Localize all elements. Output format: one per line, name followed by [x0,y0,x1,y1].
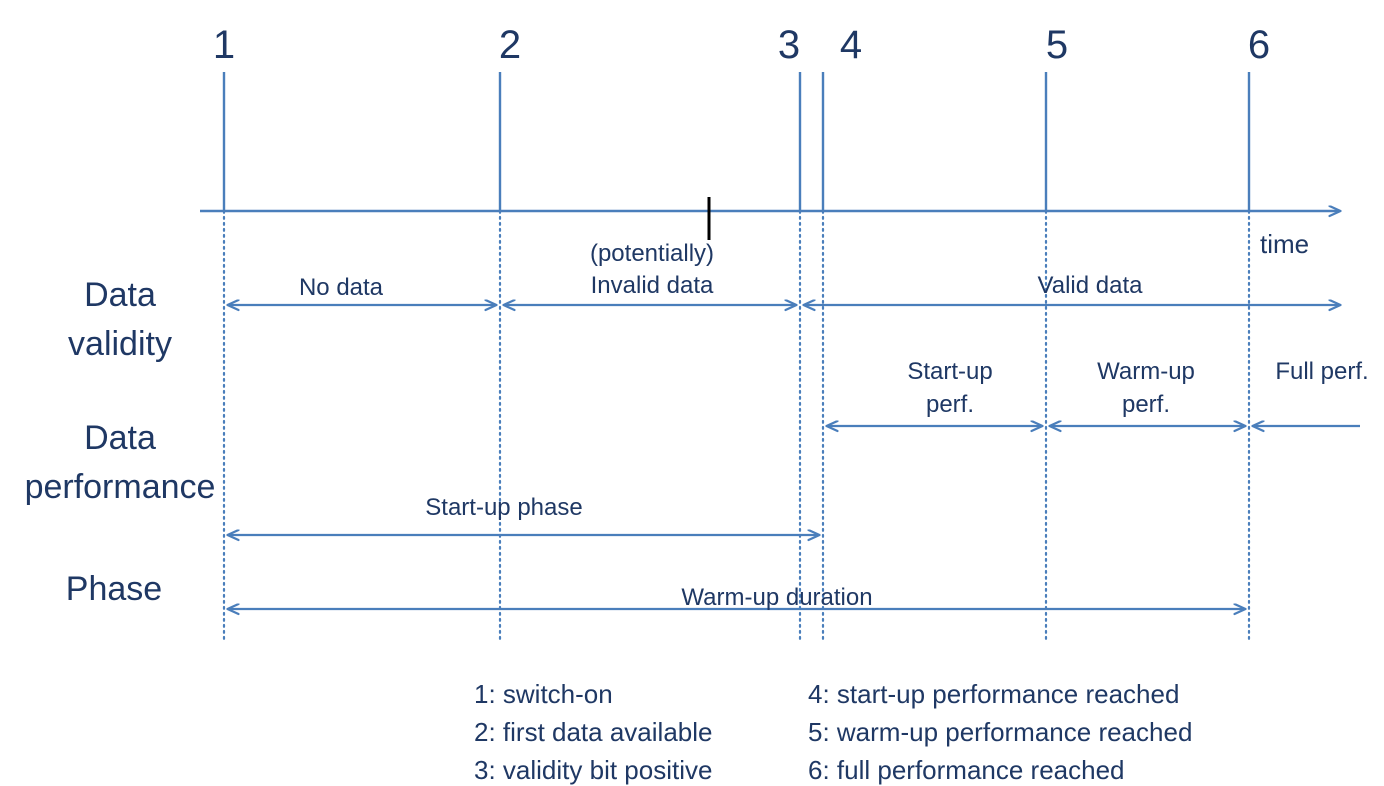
segment-label-invalid-data-line1: (potentially) [589,240,715,267]
segment-label-warm-up-perf-line1: Warm-up [1097,358,1195,385]
segment-label-no-data: No data [298,274,384,301]
legend-item-3: 3: validity bit positive [474,755,713,785]
segment-label-start-up-perf-line2: perf. [925,391,975,418]
marker-number-3: 3 [777,23,801,67]
segment-label-full-perf: Full perf. [1275,358,1369,385]
marker-guides-dotted [222,209,1251,643]
segment-label-start-up-phase: Start-up phase [425,494,583,521]
legend-item-4: 4: start-up performance reached [808,679,1180,709]
marker-number-6: 6 [1247,23,1271,67]
time-axis-label: time [1260,229,1310,259]
segment-label-warm-up-perf-line2: perf. [1121,391,1171,418]
legend-item-1: 1: switch-on [474,679,613,709]
row-label-data-performance-line2: performance [24,468,216,506]
segment-label-start-up-perf-line1: Start-up [907,358,993,385]
legend-item-6: 6: full performance reached [808,755,1125,785]
row-label-data-performance-line1: Data [84,419,156,457]
segment-label-warm-up-duration: Warm-up duration [681,584,873,611]
phase-arrows [228,535,1245,609]
segment-label-invalid-data-line2: Invalid data [590,272,714,299]
marker-number-2: 2 [498,23,522,67]
marker-number-1: 1 [212,23,236,67]
row-label-data-validity-line2: validity [68,325,172,363]
marker-stems-solid [222,72,1251,211]
segment-label-valid-data: Valid data [1037,272,1143,299]
marker-number-4: 4 [839,23,863,67]
legend-item-5: 5: warm-up performance reached [808,717,1193,747]
legend-item-2: 2: first data available [474,717,713,747]
marker-number-5: 5 [1045,23,1069,67]
row-label-phase: Phase [65,570,163,608]
row-label-data-validity-line1: Data [84,276,156,314]
